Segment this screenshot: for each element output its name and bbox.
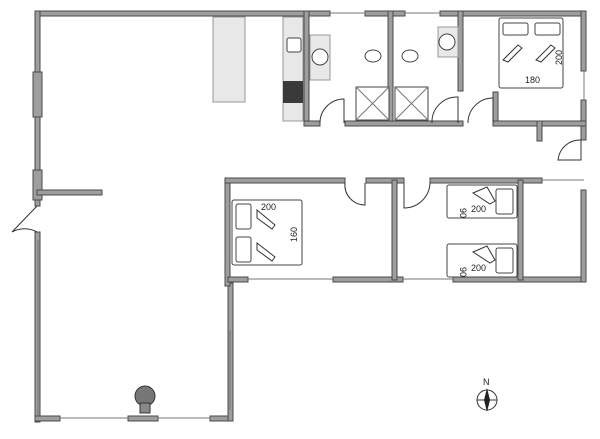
door-bedroom-middle[interactable] xyxy=(344,182,366,206)
doors xyxy=(11,96,582,233)
bed-double-middle: 200 160 xyxy=(231,199,303,266)
door-bath-right[interactable] xyxy=(431,96,459,124)
bed-single-bottom: 90 200 xyxy=(446,243,518,278)
bed-width-label: 90 xyxy=(458,267,468,277)
bed-width-label: 90 xyxy=(458,208,468,218)
bathrooms xyxy=(309,26,459,121)
washbasin-icon xyxy=(438,33,456,51)
kitchen-counter xyxy=(282,16,304,122)
walls xyxy=(32,10,587,423)
wood-stove-icon xyxy=(134,385,156,414)
bed-double-top: 180 200 xyxy=(498,17,564,89)
bed-length-label: 200 xyxy=(471,204,486,214)
bed-single-top: 90 200 xyxy=(446,184,518,219)
sink-icon xyxy=(286,37,302,53)
toilet-icon xyxy=(401,49,419,63)
kitchen xyxy=(212,16,304,122)
windows xyxy=(37,12,585,419)
stove-icon xyxy=(283,81,303,103)
north-compass-icon: N xyxy=(476,377,498,412)
bed-width-label: 160 xyxy=(289,227,299,242)
door-right-entrance[interactable] xyxy=(557,139,582,161)
bed-length-label: 200 xyxy=(261,202,276,212)
compass-label: N xyxy=(483,377,490,387)
entrance-door[interactable] xyxy=(11,205,38,233)
door-bunk-room[interactable] xyxy=(403,182,431,209)
door-kitchen-bath[interactable] xyxy=(319,98,345,124)
kitchen-island xyxy=(212,16,246,103)
bed-length-label: 200 xyxy=(471,263,486,273)
door-bedroom-top[interactable] xyxy=(467,97,494,124)
washbasin-icon xyxy=(311,48,329,66)
bed-width-label: 180 xyxy=(525,75,540,85)
bed-length-label: 200 xyxy=(554,50,564,65)
toilet-icon xyxy=(364,49,382,63)
